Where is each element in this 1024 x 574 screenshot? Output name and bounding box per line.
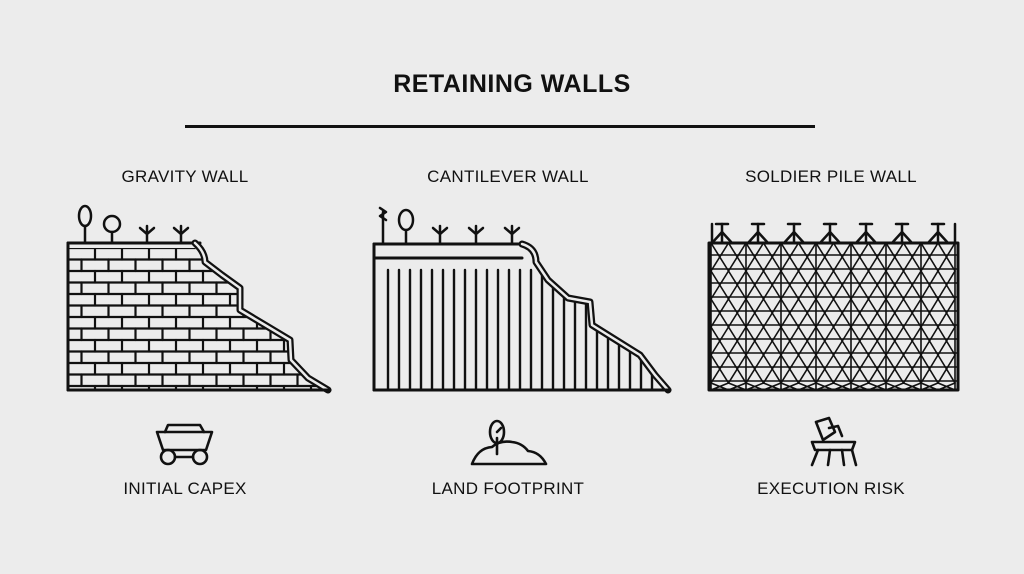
signpost-icon xyxy=(378,206,388,246)
stake-pattern xyxy=(386,268,665,390)
gravity-wall-label: GRAVITY WALL xyxy=(121,167,249,186)
sprout-icon xyxy=(431,224,449,246)
land-footprint-label: LAND FOOTPRINT xyxy=(431,479,585,498)
lattice-pattern xyxy=(708,242,959,391)
tree-icon xyxy=(102,214,122,245)
soldier-pile-wall-illustration xyxy=(707,222,960,392)
cantilever-wall-label: CANTILEVER WALL xyxy=(427,167,589,186)
brick-pattern xyxy=(68,248,328,390)
land-tree-icon xyxy=(470,419,548,466)
execution-risk-label: EXECUTION RISK xyxy=(757,479,905,498)
gravity-wall-illustration xyxy=(66,204,332,394)
title-divider xyxy=(185,125,815,128)
tree-icon xyxy=(397,208,415,246)
pile-heads xyxy=(710,222,957,245)
sprout-icon xyxy=(138,224,156,245)
sprout-icon xyxy=(467,224,485,246)
tree-icon xyxy=(77,204,93,245)
soldier-pile-wall-label: SOLDIER PILE WALL xyxy=(745,167,917,186)
cantilever-wall-illustration xyxy=(372,206,672,394)
sprout-icon xyxy=(172,224,190,245)
initial-capex-label: INITIAL CAPEX xyxy=(123,479,247,498)
sprout-icon xyxy=(503,224,521,246)
page-title: RETAINING WALLS xyxy=(393,70,631,98)
mining-cart-icon xyxy=(155,423,214,466)
drill-rig-icon xyxy=(810,416,858,467)
